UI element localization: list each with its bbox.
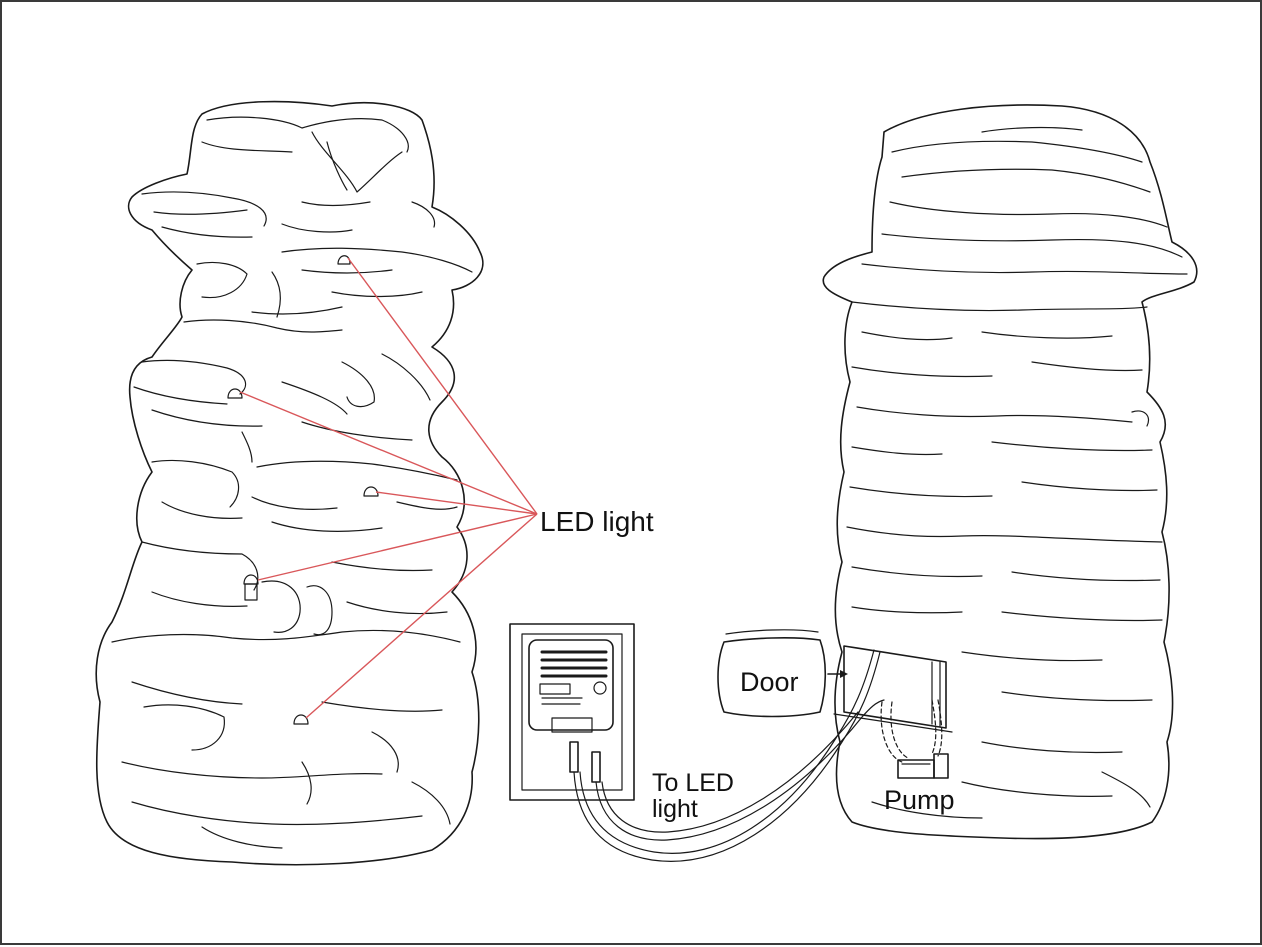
door-label: Door bbox=[740, 667, 799, 697]
pump-icon bbox=[880, 699, 949, 779]
led-pointer-lines bbox=[239, 257, 538, 719]
right-rock-outline bbox=[822, 104, 1198, 840]
door-panel bbox=[717, 629, 827, 718]
right-rock-fountain bbox=[822, 104, 1198, 840]
led-light-label: LED light bbox=[540, 506, 654, 537]
pump-label: Pump bbox=[884, 785, 955, 815]
led-bulbs bbox=[227, 255, 379, 725]
led-bulb-icon bbox=[293, 714, 309, 725]
to-led-light-label: To LED light bbox=[652, 769, 734, 824]
led-bulb-icon bbox=[243, 574, 259, 601]
led-bulb-icon bbox=[337, 255, 351, 265]
transformer-box bbox=[509, 623, 635, 801]
left-rock-fountain bbox=[95, 100, 484, 866]
cables bbox=[573, 649, 885, 862]
left-rock-outline bbox=[95, 100, 484, 866]
led-bulb-icon bbox=[227, 388, 243, 399]
led-bulb-icon bbox=[363, 486, 379, 497]
door-arrow bbox=[827, 670, 848, 678]
